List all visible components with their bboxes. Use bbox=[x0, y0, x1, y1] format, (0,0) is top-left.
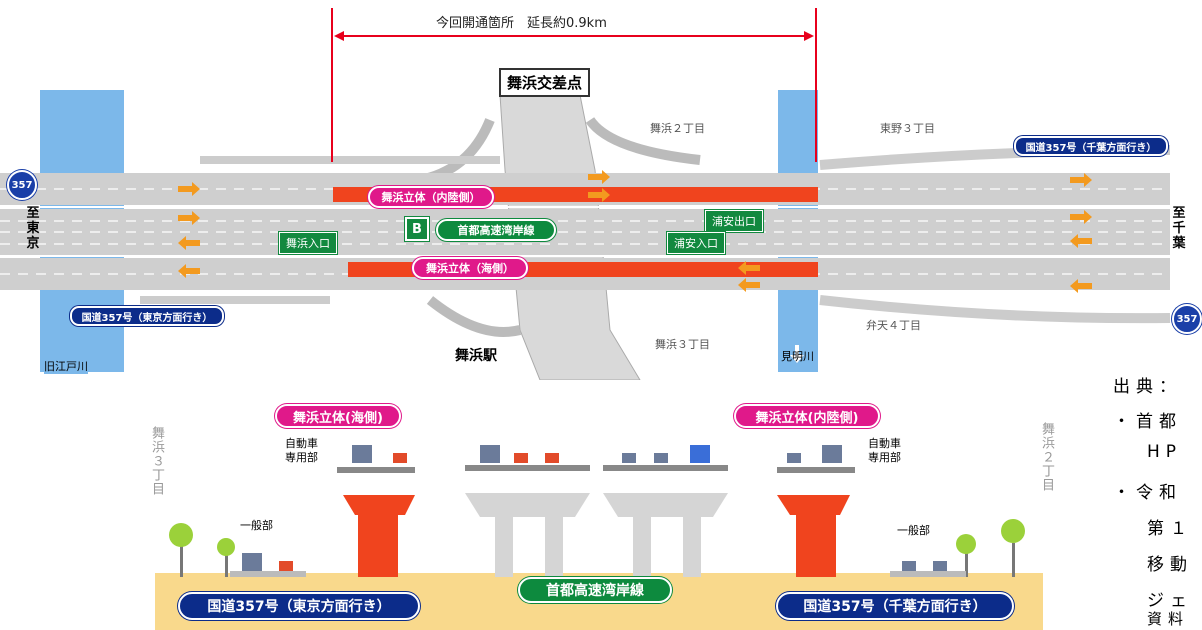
trees-right bbox=[956, 519, 1025, 577]
maihama-entrance-sign: 舞浜入口 bbox=[279, 232, 337, 254]
section-length-label: 今回開通箇所 延長約0.9km bbox=[436, 16, 607, 31]
vehicle-part-right: 自動車 専用部 bbox=[868, 437, 901, 464]
maihama3-vertical: 舞浜３丁目 bbox=[149, 426, 164, 496]
source-line-2: HP bbox=[1147, 442, 1183, 462]
inner-overpass-label: 舞浜立体（内陸側） bbox=[368, 186, 494, 208]
end-left-itaru: 至 bbox=[26, 206, 40, 221]
plan-view bbox=[0, 8, 1171, 380]
end-right: 至 千 葉 bbox=[1172, 206, 1186, 251]
area-maihama3: 舞浜３丁目 bbox=[655, 338, 710, 351]
end-right-itaru: 至 bbox=[1172, 206, 1186, 221]
route-chiba-label: 国道357号（千葉方面行き） bbox=[1014, 136, 1168, 156]
area-benten4: 弁天４丁目 bbox=[866, 319, 921, 332]
area-maihama2: 舞浜２丁目 bbox=[650, 122, 705, 135]
source-line-1: ・首都 bbox=[1113, 412, 1182, 432]
section-sea-overpass-label: 舞浜立体(海側) bbox=[275, 404, 401, 428]
section-route-chiba-label: 国道357号（千葉方面行き） bbox=[776, 592, 1014, 620]
river-label-right: 見明川 bbox=[781, 350, 814, 363]
trees-left bbox=[169, 523, 235, 577]
end-left-place1: 東 bbox=[26, 221, 40, 236]
route-357-shield-left: 357 bbox=[7, 170, 37, 200]
source-line-7: 資料 bbox=[1147, 610, 1190, 628]
route-tokyo-label: 国道357号（東京方面行き） bbox=[70, 306, 224, 326]
source-line-6: ジェ bbox=[1147, 591, 1193, 611]
section-route-tokyo-label: 国道357号（東京方面行き） bbox=[178, 592, 420, 620]
end-left: 至 東 京 bbox=[26, 206, 40, 251]
vehicle-part-left: 自動車 専用部 bbox=[285, 437, 318, 464]
end-right-place2: 葉 bbox=[1172, 236, 1186, 251]
section-expressway-label: 首都高速湾岸線 bbox=[518, 577, 672, 603]
general-part-right: 一般部 bbox=[897, 524, 930, 537]
source-heading: 出典： bbox=[1113, 377, 1182, 397]
intersection-name: 舞浜交差点 bbox=[499, 68, 591, 97]
section-inner-overpass-label: 舞浜立体(内陸側) bbox=[734, 404, 880, 428]
expressway-b-mark: B bbox=[405, 217, 429, 241]
source-line-5: 移動 bbox=[1147, 555, 1193, 575]
source-line-3: ・令和 bbox=[1113, 483, 1182, 503]
general-part-left: 一般部 bbox=[240, 519, 273, 532]
area-higashino3: 東野３丁目 bbox=[880, 122, 935, 135]
route-357-shield-right: 357 bbox=[1172, 304, 1202, 334]
river-label-left: 旧江戸川 bbox=[44, 358, 88, 374]
source-line-4: 第１ bbox=[1147, 519, 1193, 539]
urayasu-exit-sign: 浦安出口 bbox=[705, 210, 763, 232]
end-left-place2: 京 bbox=[26, 236, 40, 251]
end-right-place1: 千 bbox=[1172, 221, 1186, 236]
sea-overpass-label: 舞浜立体（海側） bbox=[412, 257, 528, 279]
urayasu-entrance-sign: 浦安入口 bbox=[667, 232, 725, 254]
expressway-label: 首都高速湾岸線 bbox=[436, 219, 556, 241]
station-name: 舞浜駅 bbox=[455, 348, 497, 364]
maihama2-vertical: 舞浜２丁目 bbox=[1039, 422, 1054, 492]
